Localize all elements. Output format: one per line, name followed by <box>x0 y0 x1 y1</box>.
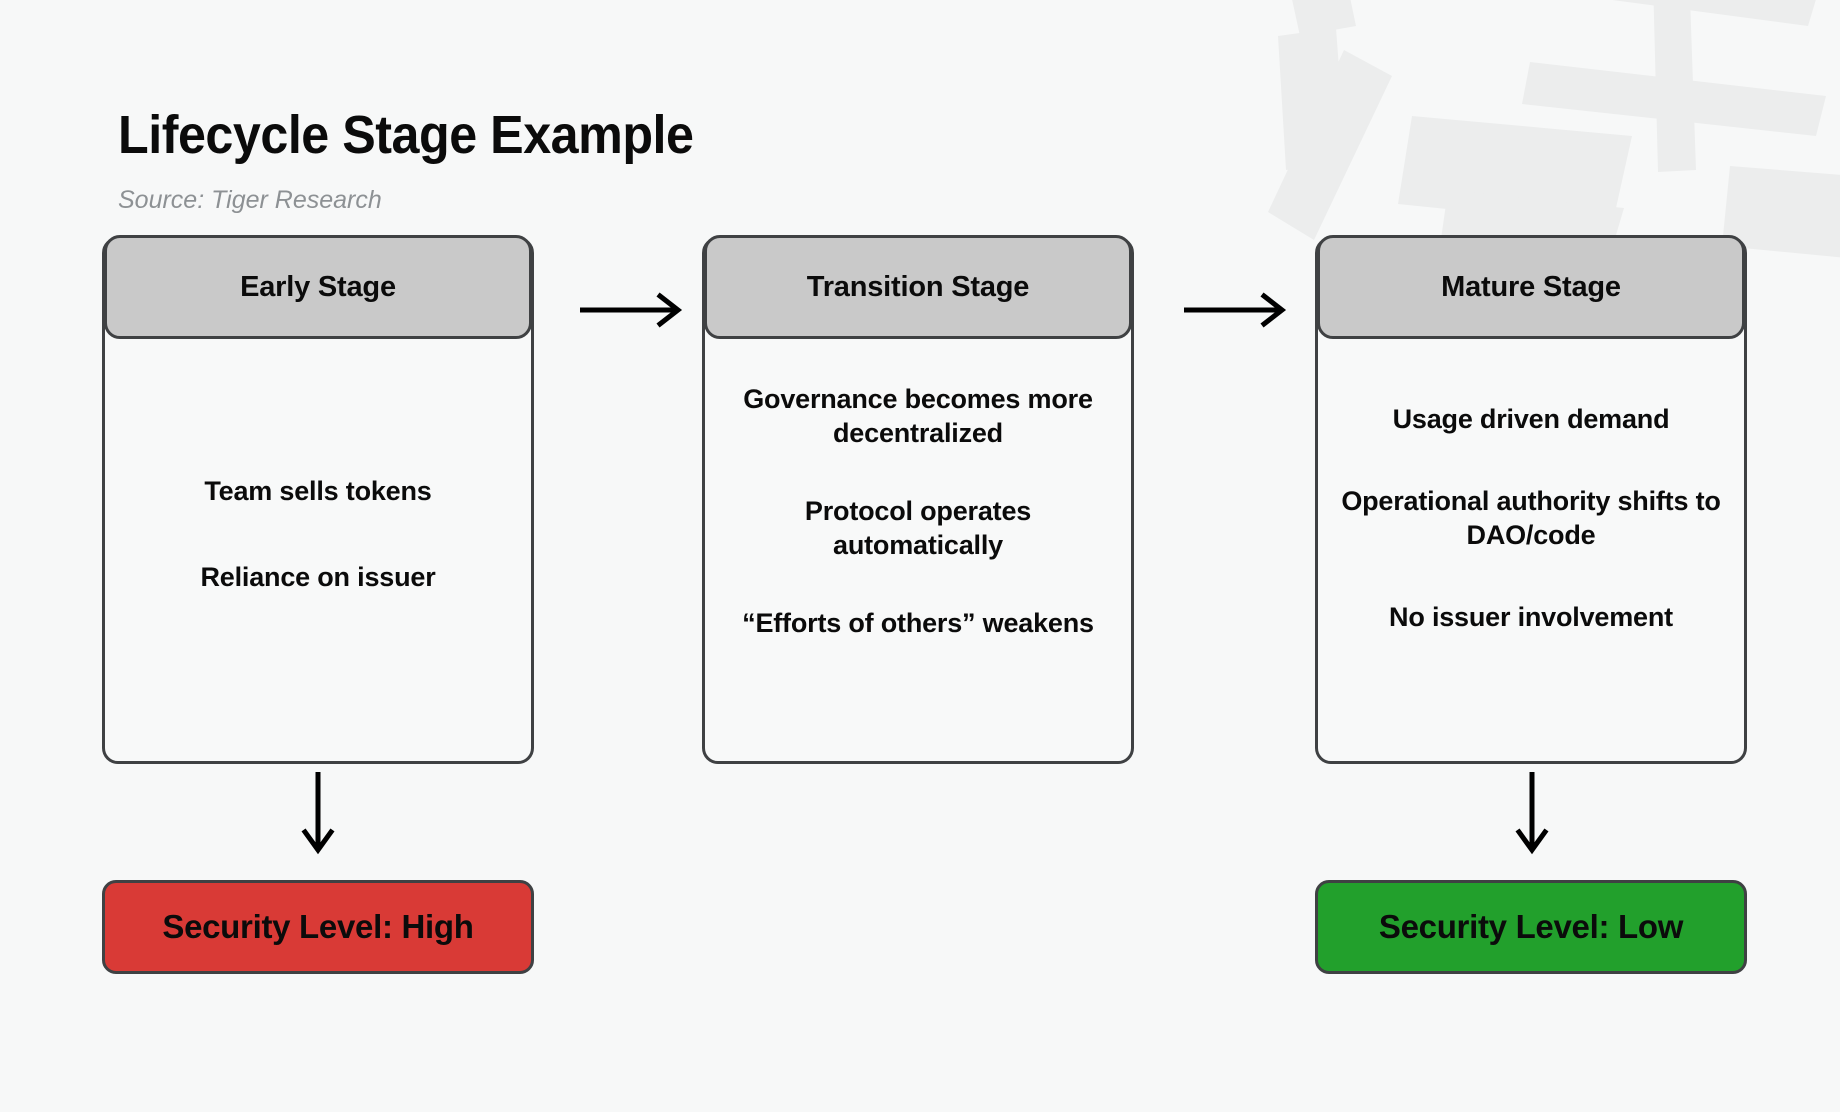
stage-content-early: Team sells tokens Reliance on issuer <box>105 344 531 761</box>
stage-line: “Efforts of others” weakens <box>742 608 1094 639</box>
stage-title: Early Stage <box>240 270 396 303</box>
arrow-down-icon-mature-to-security-low <box>1515 772 1549 855</box>
arrow-down-icon-early-to-security-high <box>301 772 335 855</box>
stage-line: Governance becomes more decentralized <box>743 384 1093 449</box>
stage-line: Reliance on issuer <box>200 562 436 593</box>
stage-line: Team sells tokens <box>204 476 432 506</box>
stage-title: Transition Stage <box>806 270 1030 303</box>
security-level-badge-low[interactable]: Security Level: Low <box>1315 880 1747 974</box>
stage-line: No issuer involvement <box>1389 602 1673 633</box>
stage-line: Usage driven demand <box>1392 404 1670 434</box>
arrow-right-icon-early-to-transition <box>580 292 683 328</box>
stage-header-mature: Mature Stage <box>1317 235 1745 339</box>
security-level-badge-high[interactable]: Security Level: High <box>102 880 534 974</box>
stage-content-transition: Governance becomes more decentralized Pr… <box>705 344 1131 761</box>
stage-header-early: Early Stage <box>104 235 532 339</box>
stage-content-mature: Usage driven demand Operational authorit… <box>1318 344 1744 761</box>
stage-card-early[interactable]: Team sells tokens Reliance on issuer Ear… <box>102 235 534 764</box>
security-level-label: Security Level: Low <box>1378 908 1684 945</box>
stage-line: Protocol operates automatically <box>804 496 1032 561</box>
stage-card-mature[interactable]: Usage driven demand Operational authorit… <box>1315 235 1747 764</box>
security-level-label: Security Level: High <box>162 908 474 945</box>
arrow-right-icon-transition-to-mature <box>1184 292 1287 328</box>
page-title: Lifecycle Stage Example <box>118 105 694 165</box>
stage-card-transition[interactable]: Governance becomes more decentralized Pr… <box>702 235 1134 764</box>
stage-line: Operational authority shifts to DAO/code <box>1341 486 1721 551</box>
source-attribution: Source: Tiger Research <box>118 186 382 214</box>
stage-title: Mature Stage <box>1441 270 1621 303</box>
stage-header-transition: Transition Stage <box>704 235 1132 339</box>
